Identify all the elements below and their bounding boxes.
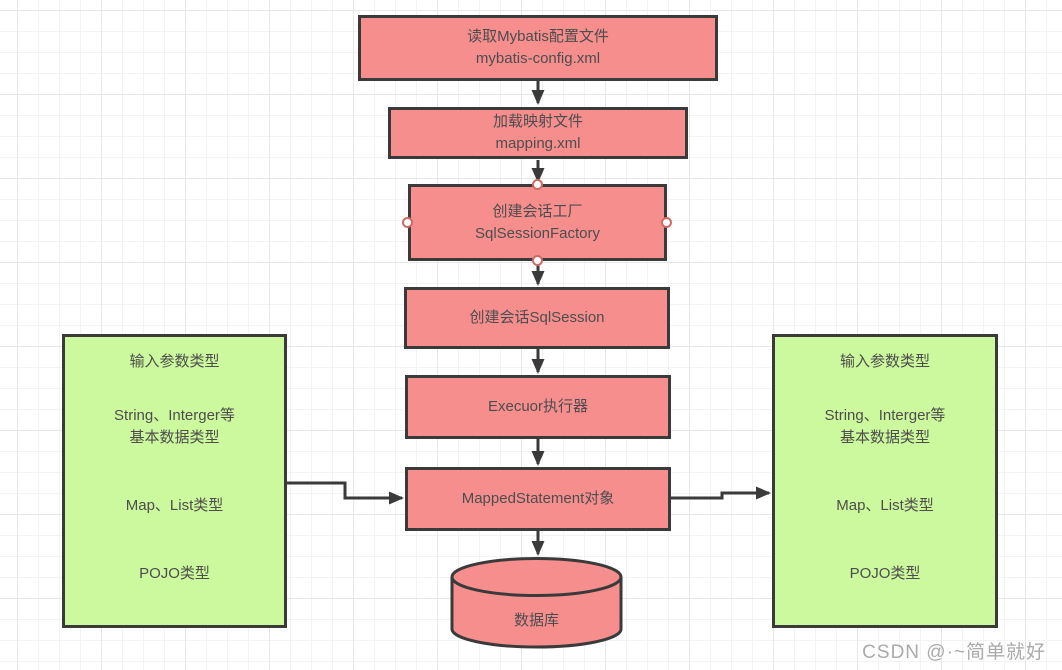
- node-mapped-statement-line1: MappedStatement对象: [461, 490, 615, 507]
- connection-handle-top[interactable]: [532, 179, 543, 190]
- node-sql-session-line1: 创建会话SqlSession: [469, 309, 605, 326]
- arrow-mappedstatement-to-rightparams[interactable]: [671, 486, 771, 500]
- params-left-title: 输入参数类型: [129, 353, 220, 370]
- params-right-maplist: Map、List类型: [836, 497, 934, 514]
- node-session-factory-line2: SqlSessionFactory: [474, 224, 601, 242]
- node-sql-session[interactable]: 创建会话SqlSession: [404, 287, 670, 349]
- params-right-pojo: POJO类型: [849, 565, 921, 582]
- node-load-mapping-line2: mapping.xml: [495, 135, 581, 152]
- node-load-mapping-line1: 加载映射文件: [492, 113, 583, 130]
- connection-handle-left[interactable]: [402, 217, 413, 228]
- node-session-factory[interactable]: 创建会话工厂 SqlSessionFactory: [408, 184, 667, 261]
- params-right-basic-line2: 基本数据类型: [839, 429, 930, 446]
- cylinder-top: [450, 557, 623, 597]
- params-right-title: 输入参数类型: [839, 353, 930, 370]
- params-right-basic-line1: String、Interger等: [824, 407, 946, 424]
- node-input-params-right[interactable]: 输入参数类型 String、Interger等 基本数据类型 Map、List类…: [772, 334, 998, 628]
- csdn-watermark: CSDN @·~简单就好: [862, 642, 1046, 663]
- node-input-params-left[interactable]: 输入参数类型 String、Interger等 基本数据类型 Map、List类…: [62, 334, 287, 628]
- connection-handle-bottom[interactable]: [532, 255, 543, 266]
- node-read-config[interactable]: 读取Mybatis配置文件 mybatis-config.xml: [358, 15, 718, 81]
- node-database[interactable]: 数据库: [450, 556, 623, 651]
- node-database-label: 数据库: [513, 612, 559, 629]
- database-cylinder-shape: [450, 557, 623, 649]
- node-read-config-line1: 读取Mybatis配置文件: [467, 28, 609, 45]
- params-left-pojo: POJO类型: [139, 565, 210, 582]
- node-executor[interactable]: Execuor执行器: [405, 375, 671, 439]
- node-read-config-line2: mybatis-config.xml: [475, 50, 601, 67]
- params-left-basic-line1: String、Interger等: [114, 407, 235, 424]
- node-mapped-statement[interactable]: MappedStatement对象: [405, 467, 671, 531]
- params-left-basic-line2: 基本数据类型: [129, 429, 220, 446]
- node-executor-line1: Execuor执行器: [487, 398, 589, 415]
- params-left-maplist: Map、List类型: [125, 497, 224, 514]
- arrow-leftparams-to-mappedstatement[interactable]: [287, 481, 404, 505]
- node-session-factory-line1: 创建会话工厂: [492, 202, 583, 220]
- node-load-mapping[interactable]: 加载映射文件 mapping.xml: [388, 107, 688, 159]
- connection-handle-right[interactable]: [661, 217, 672, 228]
